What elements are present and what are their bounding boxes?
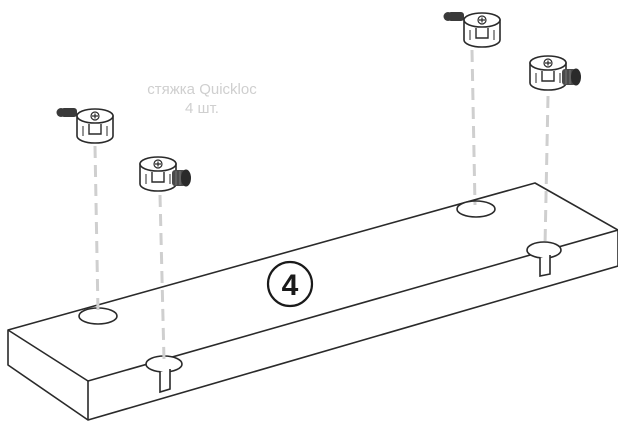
part-count: 4 шт.	[185, 100, 219, 117]
cam-fitting-3	[443, 12, 501, 48]
board-panel	[7, 182, 618, 421]
cam-fitting-1	[56, 108, 114, 144]
step-number: 4	[282, 269, 299, 302]
cam-fitting-4	[529, 55, 582, 91]
hole-front-left	[78, 307, 118, 325]
guide-line-1	[93, 145, 100, 313]
step-badge: 4	[266, 260, 314, 308]
guide-line-4	[543, 95, 550, 247]
part-caption: стяжка Quickloc 4 шт.	[112, 80, 292, 118]
guide-line-2	[158, 194, 166, 361]
edge-hole-right	[526, 241, 562, 277]
hole-front-right	[456, 200, 496, 218]
cam-fitting-2	[139, 156, 192, 192]
part-name: стяжка Quickloc	[147, 81, 257, 98]
guide-line-3	[470, 49, 477, 206]
